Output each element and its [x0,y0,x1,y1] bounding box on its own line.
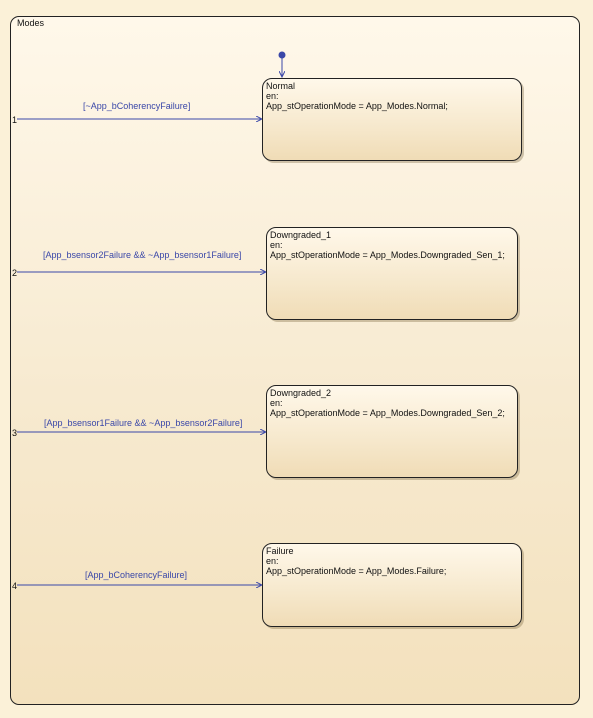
state-entry-action: App_stOperationMode = App_Modes.Normal; [266,101,448,111]
state-name: Downgraded_1 [270,230,332,240]
junction-label-2: 2 [12,268,18,278]
transition-guard-4[interactable]: [App_bCoherencyFailure] [85,570,188,580]
state-name: Normal [266,81,296,91]
state-name: Failure [266,546,294,556]
chart-title: Modes [17,18,45,28]
state-downgraded-2[interactable]: Downgraded_2 en: App_stOperationMode = A… [266,385,518,478]
state-name: Downgraded_2 [270,388,332,398]
state-entry-label: en: [266,91,279,101]
transition-guard-3[interactable]: [App_bsensor1Failure && ~App_bsensor2Fai… [44,418,243,428]
state-entry-label: en: [270,240,283,250]
state-entry-label: en: [266,556,279,566]
state-failure[interactable]: Failure en: App_stOperationMode = App_Mo… [262,543,522,627]
state-entry-label: en: [270,398,283,408]
junction-label-1: 1 [12,115,18,125]
state-entry-action: App_stOperationMode = App_Modes.Downgrad… [270,408,505,418]
transition-guard-1[interactable]: [~App_bCoherencyFailure] [83,101,191,111]
default-transition-dot[interactable] [278,51,286,59]
junction-label-3: 3 [12,428,18,438]
junction-label-4: 4 [12,581,18,591]
state-normal[interactable]: Normal en: App_stOperationMode = App_Mod… [262,78,522,161]
transition-guard-2[interactable]: [App_bsensor2Failure && ~App_bsensor1Fai… [43,250,242,260]
state-entry-action: App_stOperationMode = App_Modes.Failure; [266,566,447,576]
state-entry-action: App_stOperationMode = App_Modes.Downgrad… [270,250,505,260]
state-downgraded-1[interactable]: Downgraded_1 en: App_stOperationMode = A… [266,227,518,320]
